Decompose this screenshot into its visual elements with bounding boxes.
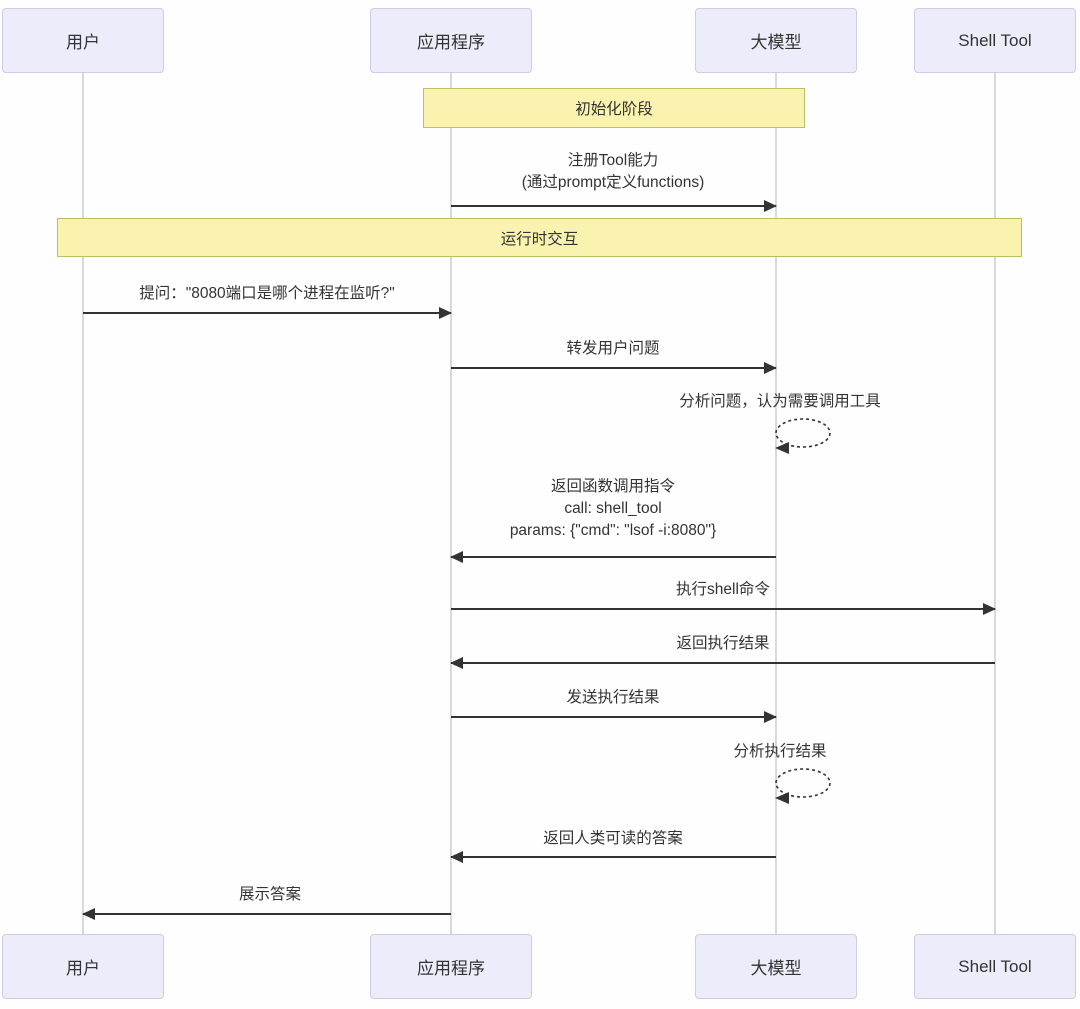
message-arrow	[450, 657, 995, 669]
arrowhead-left-icon	[82, 908, 95, 920]
actor-label: 大模型	[750, 33, 802, 52]
lifeline-user	[82, 73, 84, 934]
actor-label: 用户	[66, 33, 100, 52]
message-arrow	[451, 362, 777, 374]
message-arrow	[450, 851, 776, 863]
message-arrow	[451, 200, 777, 212]
actor-label: 应用程序	[417, 33, 485, 52]
message-label: 返回函数调用指令 call: shell_tool params: {"cmd"…	[509, 478, 717, 539]
actor-llm-bottom: 大模型	[695, 934, 857, 999]
actor-label: Shell Tool	[958, 30, 1032, 50]
section-init-phase: 初始化阶段	[423, 88, 805, 128]
arrowhead-left-icon	[450, 851, 463, 863]
lifeline-app	[450, 73, 452, 934]
message-arrow	[451, 603, 996, 615]
section-runtime-phase: 运行时交互	[57, 218, 1022, 257]
self-loop-icon	[775, 418, 831, 454]
section-label: 初始化阶段	[575, 101, 653, 118]
message-label: 注册Tool能力 (通过prompt定义functions)	[521, 152, 705, 191]
message-label: 返回执行结果	[676, 635, 770, 652]
actor-user-top: 用户	[2, 8, 164, 73]
actor-shell-top: Shell Tool	[914, 8, 1076, 73]
message-label: 返回人类可读的答案	[543, 830, 683, 847]
message-arrow	[83, 307, 452, 319]
actor-user-bottom: 用户	[2, 934, 164, 999]
message-arrow	[451, 711, 777, 723]
arrowhead-right-icon	[764, 200, 777, 212]
arrowhead-left-icon	[450, 657, 463, 669]
section-label: 运行时交互	[500, 230, 579, 248]
actor-label: 用户	[66, 959, 100, 978]
actor-label: 大模型	[750, 959, 802, 978]
message-label: 发送执行结果	[566, 689, 660, 706]
message-label: 转发用户问题	[566, 340, 660, 357]
message-label: 执行shell命令	[676, 581, 770, 598]
message-arrow	[82, 908, 451, 920]
arrowhead-left-icon	[450, 551, 463, 563]
actor-label: 应用程序	[417, 959, 485, 978]
message-label: 展示答案	[238, 886, 302, 903]
actor-app-bottom: 应用程序	[370, 934, 532, 999]
arrowhead-right-icon	[764, 362, 777, 374]
actor-llm-top: 大模型	[695, 8, 857, 73]
message-arrow	[450, 551, 776, 563]
lifeline-llm	[775, 73, 777, 934]
message-label: 提问："8080端口是哪个进程在监听?"	[139, 285, 395, 302]
actor-label: Shell Tool	[958, 956, 1032, 976]
arrowhead-right-icon	[983, 603, 996, 615]
self-loop-icon	[775, 768, 831, 804]
lifeline-shell	[994, 73, 996, 934]
self-message-label: 分析问题，认为需要调用工具	[679, 393, 881, 410]
actor-shell-bottom: Shell Tool	[914, 934, 1076, 999]
arrowhead-right-icon	[439, 307, 452, 319]
arrowhead-right-icon	[764, 711, 777, 723]
actor-app-top: 应用程序	[370, 8, 532, 73]
self-message-label: 分析执行结果	[733, 743, 827, 760]
